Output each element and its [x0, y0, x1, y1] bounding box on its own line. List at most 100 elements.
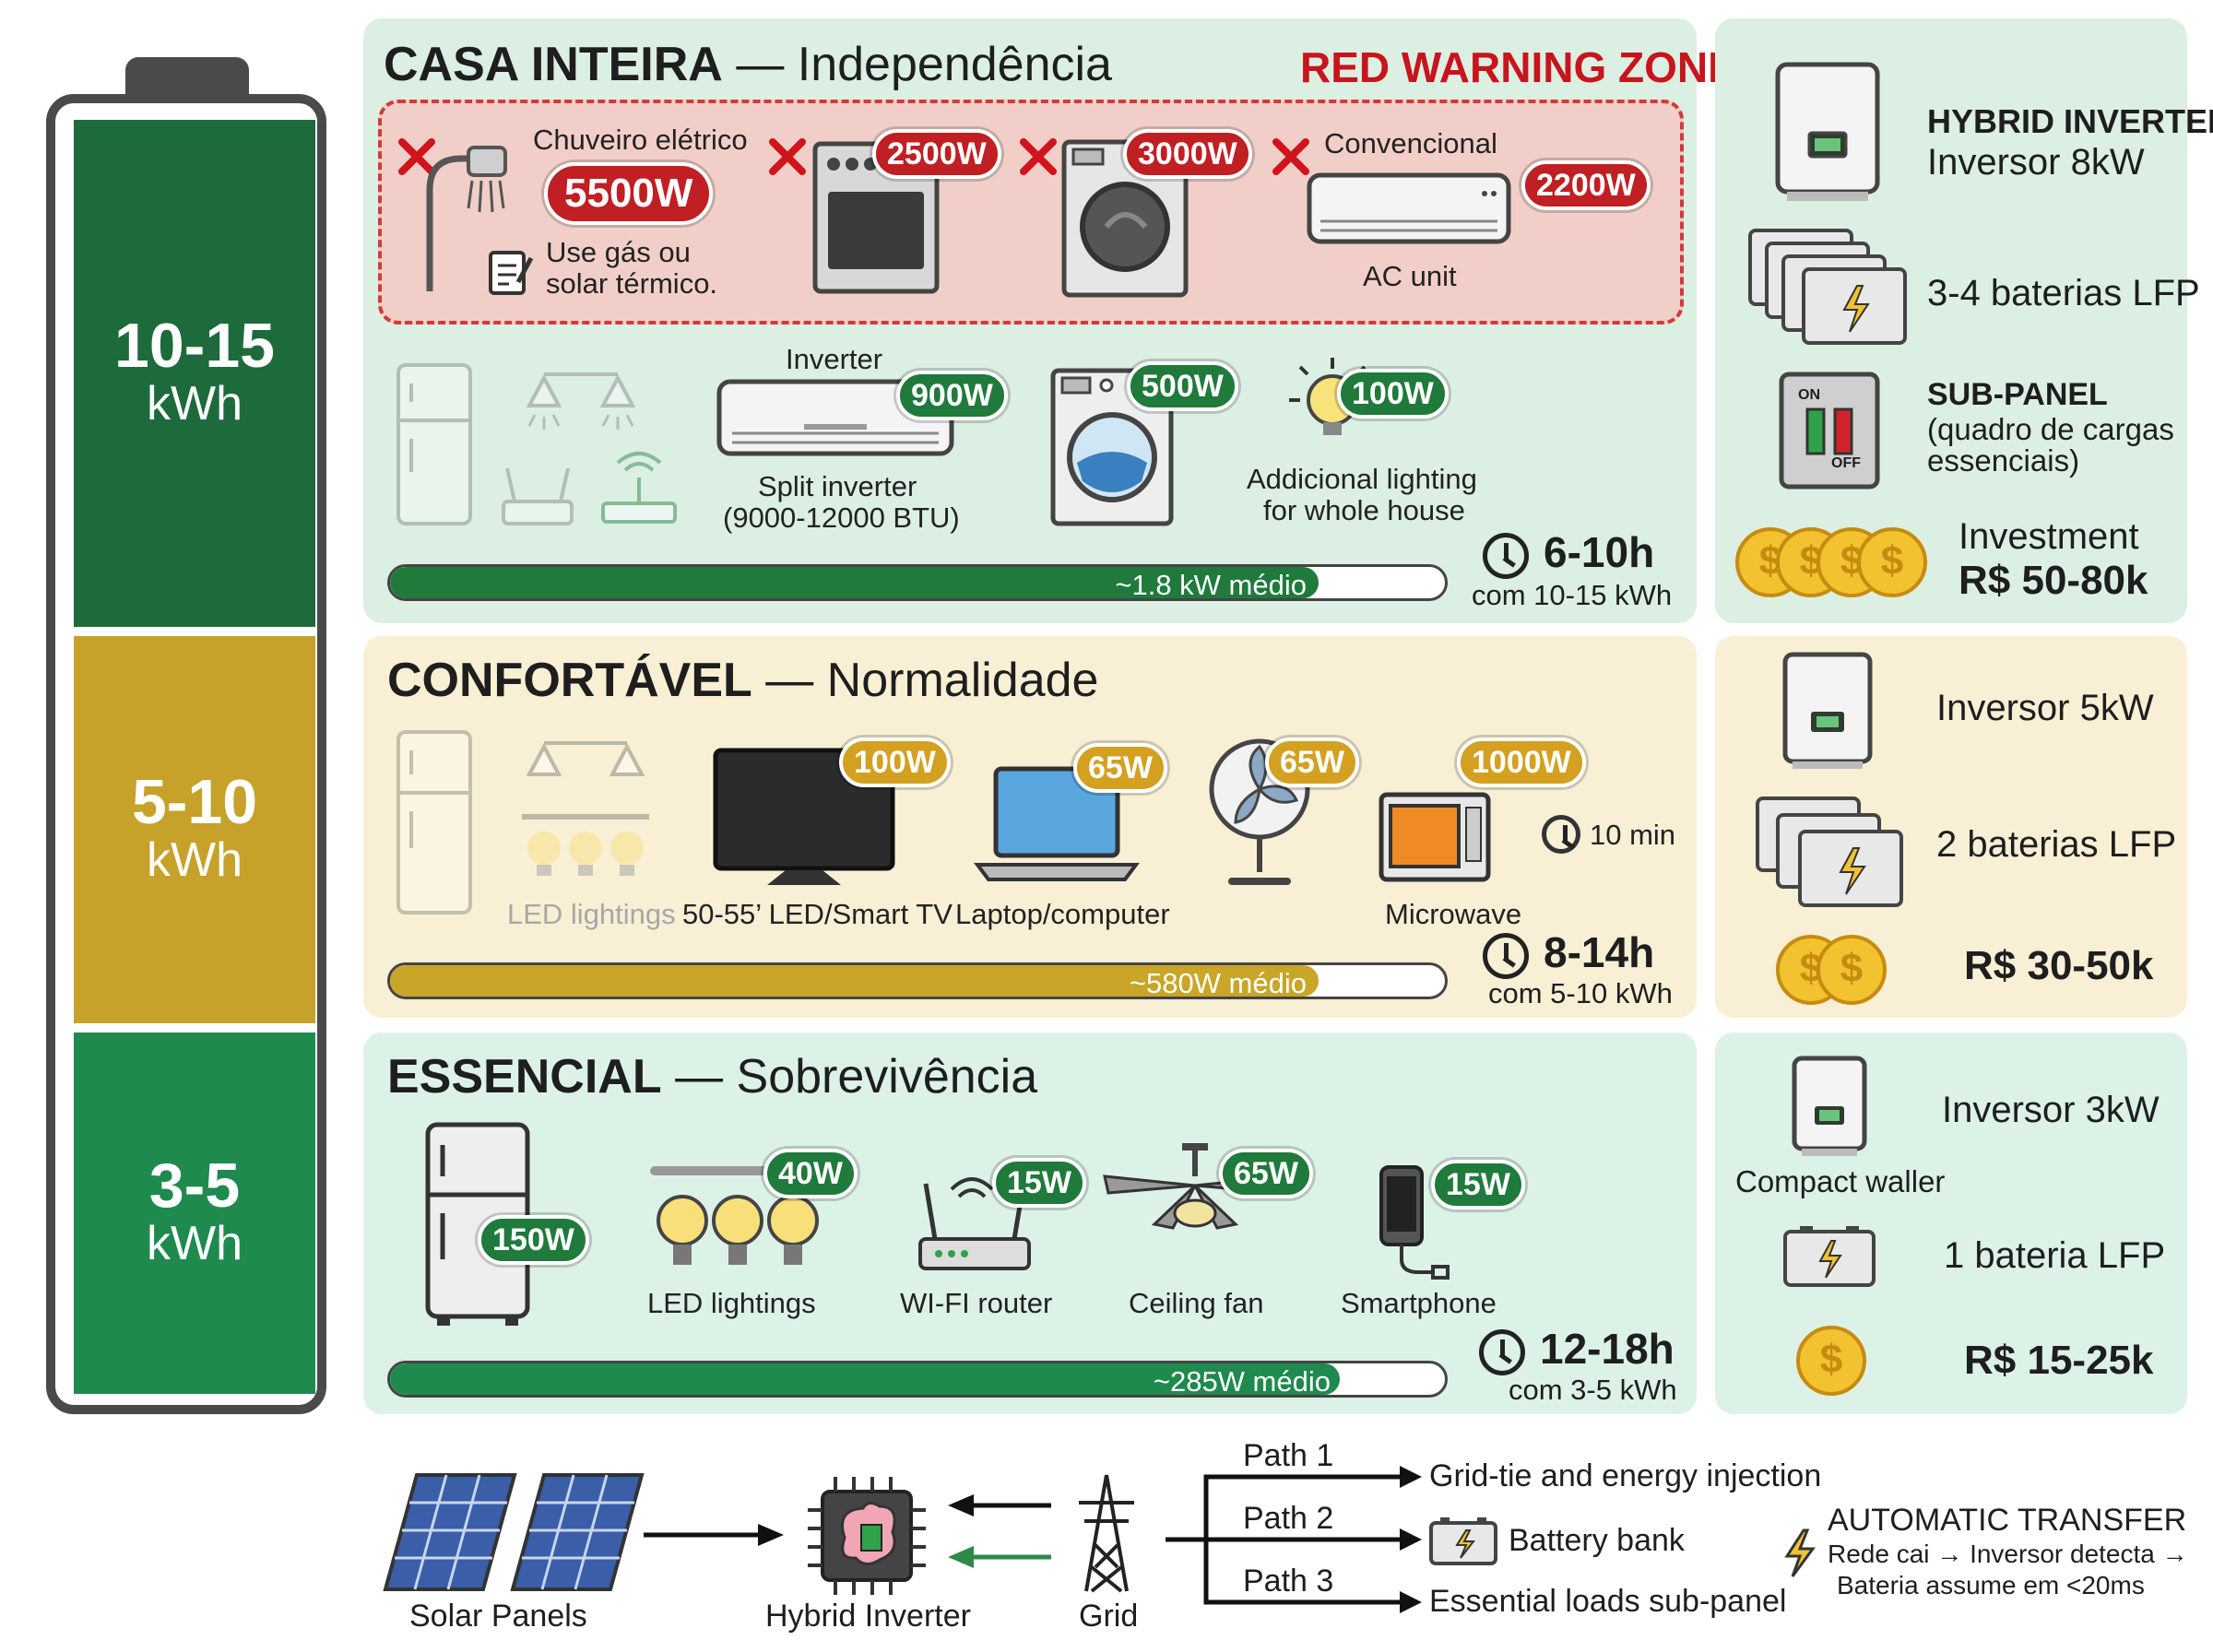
battery-segment-high: 10-15 kWh	[74, 120, 315, 627]
x-mark-icon	[769, 138, 806, 175]
inverter-icon	[1782, 652, 1873, 769]
smartphone-label: Smartphone	[1341, 1287, 1497, 1319]
essential-investment: R$ 15-25k	[1964, 1338, 2154, 1383]
essential-batteries-label: 1 bateria LFP	[1944, 1235, 2166, 1276]
split-inverter-watt-badge: 900W	[896, 371, 1008, 420]
coin-4: $	[1857, 527, 1927, 597]
whole-house-title: CASA INTEIRA — Independência	[384, 41, 1112, 88]
hybrid-inverter-icon	[1775, 62, 1880, 201]
coin-icon: $	[1796, 1326, 1866, 1396]
shower-watt-badge: 5500W	[544, 162, 714, 225]
ac-unit-top-label: Convencional	[1324, 127, 1497, 159]
comfortable-load-bar: ~580W médio	[387, 962, 1448, 999]
ac-unit-watt-badge: 2200W	[1521, 160, 1651, 210]
essential-title: ESSENCIAL — Sobrevivência	[387, 1053, 1037, 1101]
faded-fridge-icon	[396, 730, 472, 914]
essential-load-text: ~285W médio	[1153, 1365, 1331, 1398]
ats-title: AUTOMATIC TRANSFER	[1828, 1503, 2187, 1538]
path3-target: Essential loads sub-panel	[1429, 1584, 1787, 1619]
router-watt-badge: 15W	[992, 1158, 1086, 1208]
laptop-label: Laptop/computer	[955, 898, 1170, 930]
whole-house-load-fill	[390, 567, 1319, 598]
battery-range-high: 10-15	[114, 311, 275, 382]
smartphone-icon	[1379, 1165, 1450, 1280]
fridge-watt-badge: 150W	[478, 1215, 589, 1265]
whole-house-runtime: 6-10h	[1544, 528, 1655, 576]
faded-router-icon	[502, 467, 574, 525]
power-tower-icon	[1079, 1474, 1134, 1593]
battery-range-mid: 5-10	[131, 767, 258, 838]
path1-target: Grid-tie and energy injection	[1429, 1458, 1822, 1493]
ats-line2: Bateria assume em <20ms	[1837, 1571, 2145, 1599]
whole-house-title-bold: CASA INTEIRA	[384, 38, 723, 91]
essential-title-bold: ESSENCIAL	[387, 1050, 662, 1103]
grid-backfeed-arrow	[948, 1546, 1051, 1568]
whole-house-investment: R$ 50-80k	[1959, 558, 2148, 603]
sub-panel-off-label: OFF	[1831, 455, 1861, 471]
battery-segment-mid: 5-10 kWh	[74, 636, 315, 1023]
essential-inverter-sub: Compact waller	[1735, 1164, 1946, 1198]
comfortable-investment: R$ 30-50k	[1964, 943, 2154, 988]
solar-to-inverter-arrow	[644, 1524, 784, 1546]
essential-panel	[363, 1032, 1697, 1414]
washing-machine-watt-badge: 500W	[1127, 361, 1238, 411]
path2-target: Battery bank	[1509, 1523, 1685, 1558]
solar-panels-label: Solar Panels	[409, 1599, 587, 1634]
warning-zone-label: RED WARNING ZONE	[1300, 43, 1736, 91]
clock-icon	[1479, 1329, 1525, 1375]
hybrid-inverter-flow-label: Hybrid Inverter	[765, 1599, 971, 1634]
battery-stack-icon	[1748, 229, 1907, 345]
shower-icon	[426, 146, 507, 291]
clock-icon	[1483, 933, 1529, 979]
battery-segment-low: 3-5 kWh	[74, 1032, 315, 1394]
microwave-label: Microwave	[1385, 898, 1522, 930]
lighting-label-line2: for whole house	[1263, 494, 1465, 526]
essential-inverter-label: Inversor 3kW	[1942, 1090, 2160, 1130]
ceiling-fan-watt-badge: 65W	[1219, 1149, 1313, 1198]
shower-note-line1: Use gás ou	[546, 236, 691, 268]
desk-fan-watt-badge: 65W	[1265, 738, 1359, 787]
sub-panel-on-label: ON	[1798, 387, 1820, 403]
stove-watt-badge: 2500W	[872, 129, 1001, 179]
led-watt-badge: 40W	[763, 1149, 858, 1198]
essential-load-fill	[390, 1363, 1340, 1395]
compact-inverter-icon	[1792, 1056, 1867, 1156]
path1-label: Path 1	[1243, 1438, 1334, 1473]
lighting-label-line1: Addicional lighting	[1247, 463, 1477, 495]
coins-icon: $ $ $ $	[1735, 527, 1929, 597]
battery-unit-low: kWh	[147, 1217, 243, 1271]
faded-led-bulbs-icon	[522, 741, 649, 876]
split-inverter-top-label: Inverter	[786, 343, 883, 375]
faded-wifi-device-icon	[601, 452, 677, 524]
comfortable-led-label: LED lightings	[507, 898, 676, 930]
essential-title-rest: — Sobrevivência	[675, 1050, 1038, 1103]
ac-unit-sublabel: AC unit	[1363, 260, 1457, 292]
refrigerator-icon	[425, 1122, 530, 1326]
solar-panels-icon	[383, 1473, 645, 1591]
comfortable-title: CONFORTÁVEL — Normalidade	[387, 656, 1098, 704]
battery-bank-icon	[1429, 1517, 1497, 1565]
sub-panel-icon	[1779, 372, 1880, 490]
wifi-router-icon	[918, 1177, 1031, 1270]
path3-label: Path 3	[1243, 1564, 1334, 1599]
comfortable-load-text: ~580W médio	[1129, 967, 1307, 999]
battery-gauge: 10-15 kWh 5-10 kWh 3-5 kWh	[46, 94, 326, 1414]
whole-house-load-bar: ~1.8 kW médio	[387, 564, 1448, 601]
whole-house-runtime-sub: com 10-15 kWh	[1472, 579, 1673, 611]
dryer-watt-badge: 3000W	[1123, 129, 1252, 179]
single-battery-icon	[1783, 1226, 1876, 1287]
notepad-icon	[489, 251, 534, 295]
x-mark-icon	[1272, 138, 1309, 175]
air-conditioner-icon	[1307, 172, 1511, 244]
router-label: WI-FI router	[900, 1287, 1053, 1319]
split-inverter-label-line1: Split inverter	[758, 470, 917, 502]
washing-machine-icon	[1050, 368, 1174, 526]
comfortable-title-bold: CONFORTÁVEL	[387, 654, 752, 707]
faded-lamps-icon	[526, 372, 636, 430]
path-branches	[1166, 1466, 1422, 1613]
lightning-icon	[1784, 1528, 1816, 1577]
comfortable-runtime-sub: com 5-10 kWh	[1488, 977, 1673, 1009]
comfortable-inverter-label: Inversor 5kW	[1936, 688, 2154, 728]
shower-label: Chuveiro elétrico	[533, 124, 748, 156]
whole-house-inverter-label: Inversor 8kW	[1927, 142, 2145, 183]
